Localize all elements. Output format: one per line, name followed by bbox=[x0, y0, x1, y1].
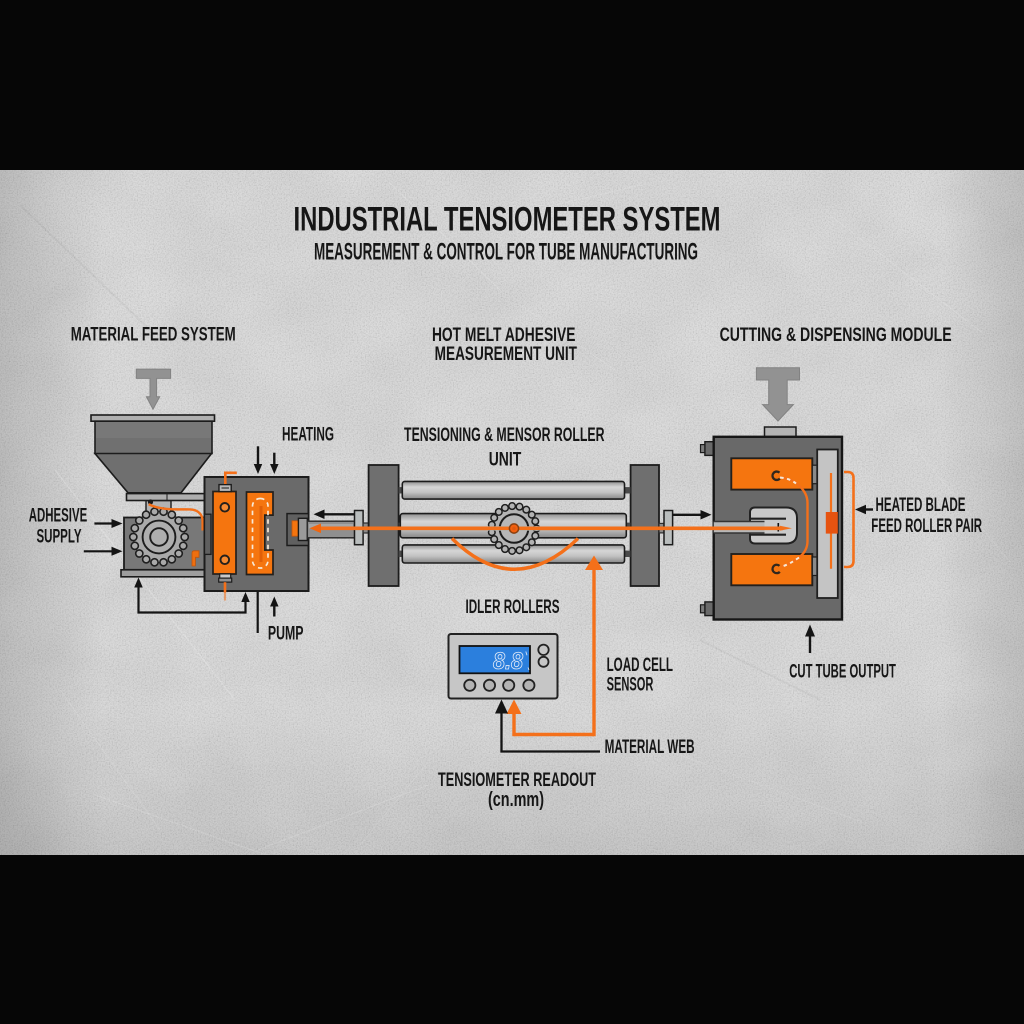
svg-text:HOT MELT ADHESIVE: HOT MELT ADHESIVE bbox=[432, 325, 576, 346]
svg-text:MATERIAL WEB: MATERIAL WEB bbox=[605, 737, 695, 758]
svg-text:MEASUREMENT UNIT: MEASUREMENT UNIT bbox=[435, 344, 578, 365]
svg-text:LOAD CELL: LOAD CELL bbox=[607, 655, 674, 676]
svg-text:UNIT: UNIT bbox=[489, 450, 522, 471]
svg-text:PUMP: PUMP bbox=[268, 624, 304, 645]
svg-text:CUT TUBE OUTPUT: CUT TUBE OUTPUT bbox=[789, 661, 896, 683]
svg-text:FEED ROLLER PAIR: FEED ROLLER PAIR bbox=[871, 516, 982, 537]
svg-text:MEASUREMENT & CONTROL FOR TUBE: MEASUREMENT & CONTROL FOR TUBE MANUFACTU… bbox=[314, 239, 698, 266]
svg-text:ADHESIVE: ADHESIVE bbox=[29, 506, 88, 527]
svg-text:INDUSTRIAL TENSIOMETER SYSTEM: INDUSTRIAL TENSIOMETER SYSTEM bbox=[294, 201, 721, 239]
svg-text:TENSIOMETER READOUT: TENSIOMETER READOUT bbox=[438, 769, 596, 791]
svg-text:(cn.mm): (cn.mm) bbox=[488, 789, 544, 811]
svg-text:IDLER ROLLERS: IDLER ROLLERS bbox=[466, 597, 560, 618]
svg-text:CUTTING & DISPENSING MODULE: CUTTING & DISPENSING MODULE bbox=[720, 325, 952, 346]
svg-text:MATERIAL FEED SYSTEM: MATERIAL FEED SYSTEM bbox=[71, 325, 236, 346]
svg-text:HEATING: HEATING bbox=[282, 425, 334, 446]
svg-text:SUPPLY: SUPPLY bbox=[37, 527, 82, 548]
svg-text:TENSIONING & MENSOR ROLLER: TENSIONING & MENSOR ROLLER bbox=[404, 425, 605, 446]
svg-text:8.8: 8.8 bbox=[493, 648, 524, 675]
svg-text:HEATED BLADE: HEATED BLADE bbox=[876, 495, 966, 516]
svg-text:SENSOR: SENSOR bbox=[607, 674, 654, 695]
